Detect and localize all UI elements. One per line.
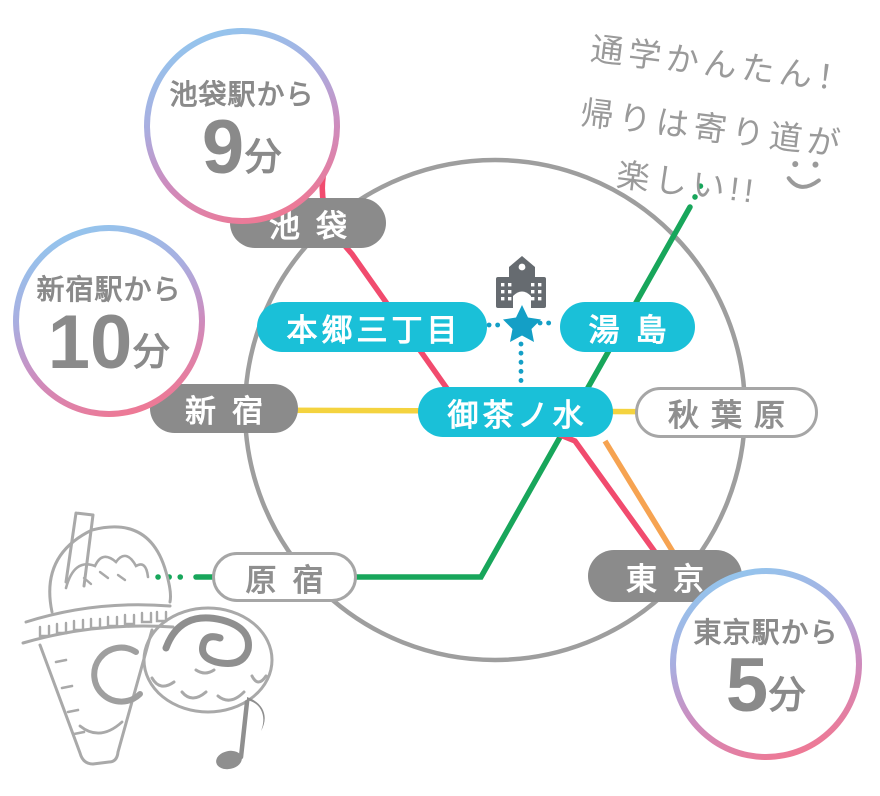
- time-badge-inner: 池袋駅から 9 分: [150, 34, 334, 218]
- station-pill-hongo-sanchome: 本郷三丁目: [257, 302, 487, 352]
- badge-from-label: 池袋駅から: [169, 78, 315, 110]
- badge-from-label: 新宿駅から: [36, 273, 182, 305]
- badge-unit: 分: [132, 332, 171, 375]
- badge-minutes: 9: [201, 104, 245, 190]
- time-badge-inner: 新宿駅から 10 分: [19, 231, 199, 411]
- smiley-face-icon: [786, 161, 821, 189]
- badge-minutes: 10: [47, 299, 133, 385]
- station-pill-ochanomizu: 御茶ノ水: [418, 387, 613, 437]
- orange-line: [602, 439, 676, 554]
- time-badge-tokyo: 東京駅から 5 分: [670, 568, 862, 760]
- star-connector-dots: [486, 320, 560, 386]
- badge-from-label: 東京駅から: [693, 616, 839, 648]
- badge-unit: 分: [768, 675, 807, 718]
- location-star-icon: [503, 305, 541, 342]
- station-pill-yushima: 湯島: [560, 302, 695, 352]
- frappuccino-cup-illustration: [21, 511, 175, 766]
- school-building-icon: [496, 256, 546, 308]
- station-pill-shinjuku: 新宿: [150, 384, 298, 433]
- badge-minutes: 5: [725, 642, 769, 728]
- station-pill-harajuku: 原宿: [212, 552, 357, 602]
- music-note-illustration: [216, 697, 265, 770]
- donut-illustration: [142, 606, 274, 714]
- station-pill-akihabara: 秋葉原: [635, 387, 818, 438]
- time-badge-ikebukuro: 池袋駅から 9 分: [144, 28, 340, 224]
- badge-unit: 分: [244, 137, 283, 180]
- time-badge-shinjuku: 新宿駅から 10 分: [13, 225, 205, 417]
- time-badge-inner: 東京駅から 5 分: [676, 574, 856, 754]
